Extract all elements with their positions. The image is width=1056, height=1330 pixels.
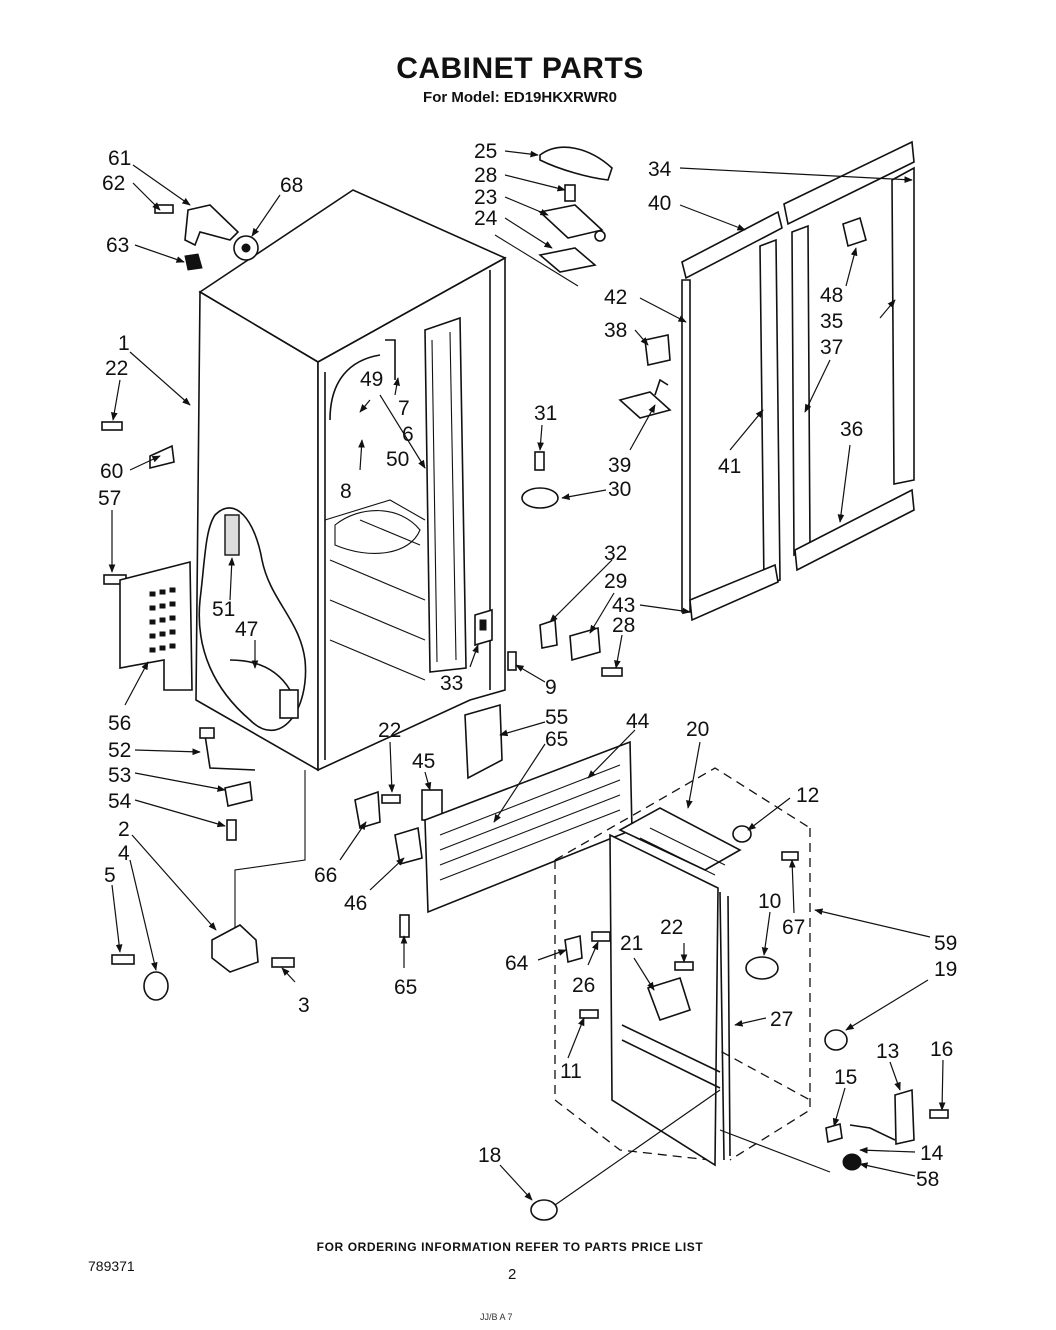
document-number: 789371: [88, 1258, 135, 1274]
callout-33: 33: [440, 672, 463, 695]
callout-4: 4: [118, 842, 130, 865]
callout-20: 20: [686, 718, 709, 741]
cabinet-body: [195, 189, 507, 930]
callout-12: 12: [796, 784, 819, 807]
callout-42: 42: [604, 286, 627, 309]
callout-labels: 61 62 63 68 1 22 60 57 51 47 56 52 53 54…: [98, 140, 957, 1191]
callout-leaders: [108, 150, 946, 1206]
callout-57: 57: [98, 487, 121, 510]
callout-62: 62: [102, 172, 125, 195]
callout-28-a: 28: [474, 164, 497, 187]
callout-14: 14: [920, 1142, 944, 1165]
print-stamp: JJ/B A 7: [480, 1312, 513, 1322]
callout-39: 39: [608, 454, 631, 477]
callout-26: 26: [572, 974, 595, 997]
callout-63: 63: [106, 234, 129, 257]
middle-parts: [354, 451, 633, 938]
callout-9: 9: [545, 676, 557, 699]
callout-7: 7: [398, 397, 410, 420]
callout-30: 30: [608, 478, 631, 501]
callout-6: 6: [402, 423, 414, 446]
callout-41: 41: [718, 455, 741, 478]
callout-22-b: 22: [378, 719, 401, 742]
callout-1: 1: [118, 332, 130, 355]
callout-15: 15: [834, 1066, 857, 1089]
callout-49: 49: [360, 368, 383, 391]
callout-51: 51: [212, 598, 235, 621]
refrigerator-door: [530, 767, 848, 1221]
callout-24: 24: [474, 207, 498, 230]
callout-18: 18: [478, 1144, 501, 1167]
callout-67: 67: [782, 916, 805, 939]
callout-48: 48: [820, 284, 843, 307]
callout-21: 21: [620, 932, 643, 955]
callout-29: 29: [604, 570, 627, 593]
callout-61: 61: [108, 147, 131, 170]
callout-2: 2: [118, 818, 130, 841]
callout-22-a: 22: [105, 357, 128, 380]
callout-32: 32: [604, 542, 627, 565]
callout-34: 34: [648, 158, 672, 181]
top-hinge-assembly: [494, 146, 613, 287]
page-number: 2: [508, 1266, 517, 1283]
callout-66: 66: [314, 864, 337, 887]
callout-13: 13: [876, 1040, 899, 1063]
callout-40: 40: [648, 192, 671, 215]
callout-31: 31: [534, 402, 557, 425]
callout-50: 50: [386, 448, 409, 471]
callout-55: 55: [545, 706, 568, 729]
callout-3: 3: [298, 994, 310, 1017]
callout-10: 10: [758, 890, 781, 913]
callout-45: 45: [412, 750, 435, 773]
gasket-frames: [618, 140, 915, 622]
callout-64: 64: [505, 952, 529, 975]
callout-16: 16: [930, 1038, 953, 1061]
callout-59: 59: [934, 932, 957, 955]
callout-27: 27: [770, 1008, 793, 1031]
callout-23: 23: [474, 186, 497, 209]
callout-58: 58: [916, 1168, 939, 1191]
callout-53: 53: [108, 764, 131, 787]
page-title: CABINET PARTS: [396, 52, 644, 85]
callout-43: 43: [612, 594, 635, 617]
callout-44: 44: [626, 710, 650, 733]
callout-28-b: 28: [612, 614, 635, 637]
callout-22-c: 22: [660, 916, 683, 939]
callout-56: 56: [108, 712, 131, 735]
callout-47: 47: [235, 618, 258, 641]
callout-52: 52: [108, 739, 131, 762]
callout-65-b: 65: [394, 976, 417, 999]
callout-38: 38: [604, 319, 627, 342]
callout-54: 54: [108, 790, 132, 813]
callout-5: 5: [104, 864, 116, 887]
callout-37: 37: [820, 336, 843, 359]
callout-35: 35: [820, 310, 843, 333]
left-small-parts: [101, 204, 295, 1001]
bottom-hinge-parts: [825, 1088, 949, 1171]
callout-19: 19: [934, 958, 957, 981]
callout-36: 36: [840, 418, 863, 441]
callout-8: 8: [340, 480, 352, 503]
callout-11: 11: [560, 1060, 582, 1083]
callout-25: 25: [474, 140, 497, 163]
callout-68: 68: [280, 174, 303, 197]
callout-46: 46: [344, 892, 367, 915]
callout-60: 60: [100, 460, 123, 483]
model-subtitle: For Model: ED19HKXRWR0: [423, 89, 617, 106]
callout-65-a: 65: [545, 728, 568, 751]
ordering-note: FOR ORDERING INFORMATION REFER TO PARTS …: [316, 1240, 704, 1254]
